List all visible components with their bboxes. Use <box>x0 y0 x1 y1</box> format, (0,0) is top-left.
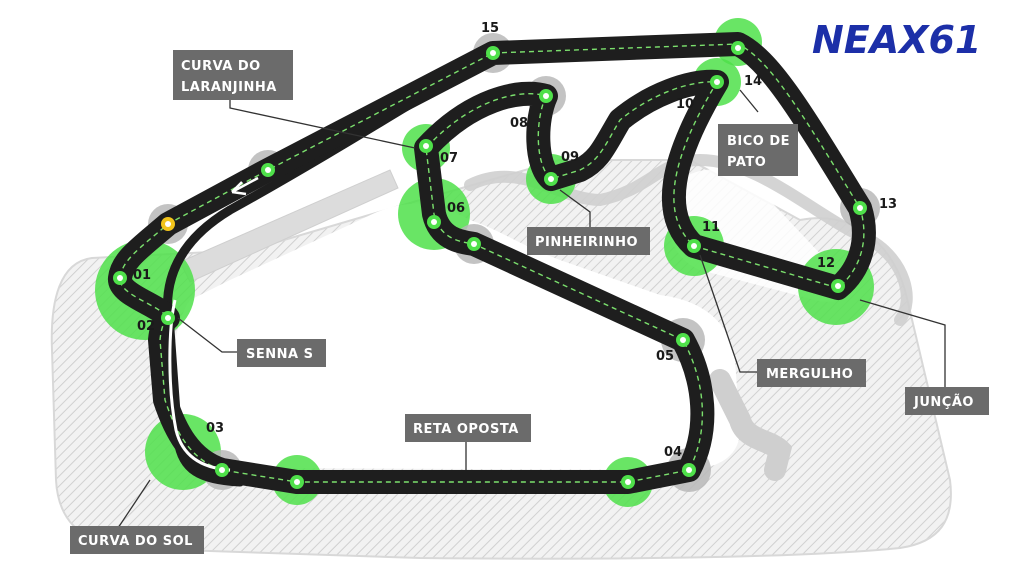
corner-node-dot-8 <box>543 93 549 99</box>
service-road-2 <box>709 369 793 481</box>
infield-white <box>173 203 740 470</box>
corner-node-dot-5 <box>680 337 686 343</box>
corner-number-14: 14 <box>744 74 762 89</box>
corner-number-07: 07 <box>440 151 458 166</box>
label-juncao: JUNÇÃO <box>913 394 974 410</box>
callout-curva-do-sol: CURVA DO SOL <box>70 526 204 554</box>
corner-number-04: 04 <box>664 445 682 460</box>
corner-number-13: 13 <box>879 197 897 212</box>
corner-node-dot-15 <box>490 50 496 56</box>
callout-senna-s: SENNA S <box>237 339 326 367</box>
corner-node-dot-12 <box>835 283 841 289</box>
corner-number-09: 09 <box>561 150 579 165</box>
corner-number-01: 01 <box>133 268 151 283</box>
label-pinheirinho: PINHEIRINHO <box>535 235 638 250</box>
leader-lines <box>117 89 946 529</box>
label-bico-line2: PATO <box>727 155 766 170</box>
corner-node-dot-1 <box>117 275 123 281</box>
direction-arrow <box>231 176 259 196</box>
brand-logo: NEAX61 <box>812 18 981 62</box>
corner-node-dot-14 <box>735 45 741 51</box>
corner-numbers: 01 02 03 04 05 06 07 08 09 10 11 12 13 1… <box>133 21 897 460</box>
corner-number-03: 03 <box>206 421 224 436</box>
corner-number-15: 15 <box>481 21 499 36</box>
corner-node-dot-6 <box>431 219 437 225</box>
label-senna-s: SENNA S <box>246 347 313 362</box>
label-laranjinha-line2: LARANJINHA <box>181 80 277 95</box>
label-curva-do-sol: CURVA DO SOL <box>78 534 193 549</box>
callout-pinheirinho: PINHEIRINHO <box>527 227 650 255</box>
corner-node-dot-17 <box>471 241 477 247</box>
white-edge-line <box>168 299 231 472</box>
callout-juncao: JUNÇÃO <box>905 387 989 415</box>
corner-number-06: 06 <box>447 201 465 216</box>
callout-reta-oposta: RETA OPOSTA <box>405 414 531 442</box>
corner-number-02: 02 <box>137 319 155 334</box>
corner-node-dot-18 <box>294 479 300 485</box>
corner-number-08: 08 <box>510 116 528 131</box>
label-bico-line1: BICO DE <box>727 134 790 149</box>
label-laranjinha-line1: CURVA DO <box>181 59 261 74</box>
corner-number-10: 10 <box>676 97 694 112</box>
corner-node-dot-13 <box>857 205 863 211</box>
corner-node-dot-2 <box>165 315 171 321</box>
corner-node-dot-10 <box>714 79 720 85</box>
corner-nodes <box>113 41 867 489</box>
corner-node-dot-9 <box>548 176 554 182</box>
label-reta-oposta: RETA OPOSTA <box>413 422 519 437</box>
corner-number-12: 12 <box>817 256 835 271</box>
corner-node-dot-7 <box>423 143 429 149</box>
corner-node-dot-11 <box>691 243 697 249</box>
corner-node-dot-16 <box>265 167 271 173</box>
callout-laranjinha: CURVA DO LARANJINHA <box>173 50 293 100</box>
label-mergulho: MERGULHO <box>766 367 853 382</box>
corner-node-dot-3 <box>219 467 225 473</box>
corner-number-11: 11 <box>702 220 720 235</box>
corner-node-dot-19 <box>625 479 631 485</box>
callout-mergulho: MERGULHO <box>757 359 866 387</box>
corner-number-05: 05 <box>656 349 674 364</box>
callout-bico-de-pato: BICO DE PATO <box>718 124 798 176</box>
corner-node-dot-4 <box>686 467 692 473</box>
